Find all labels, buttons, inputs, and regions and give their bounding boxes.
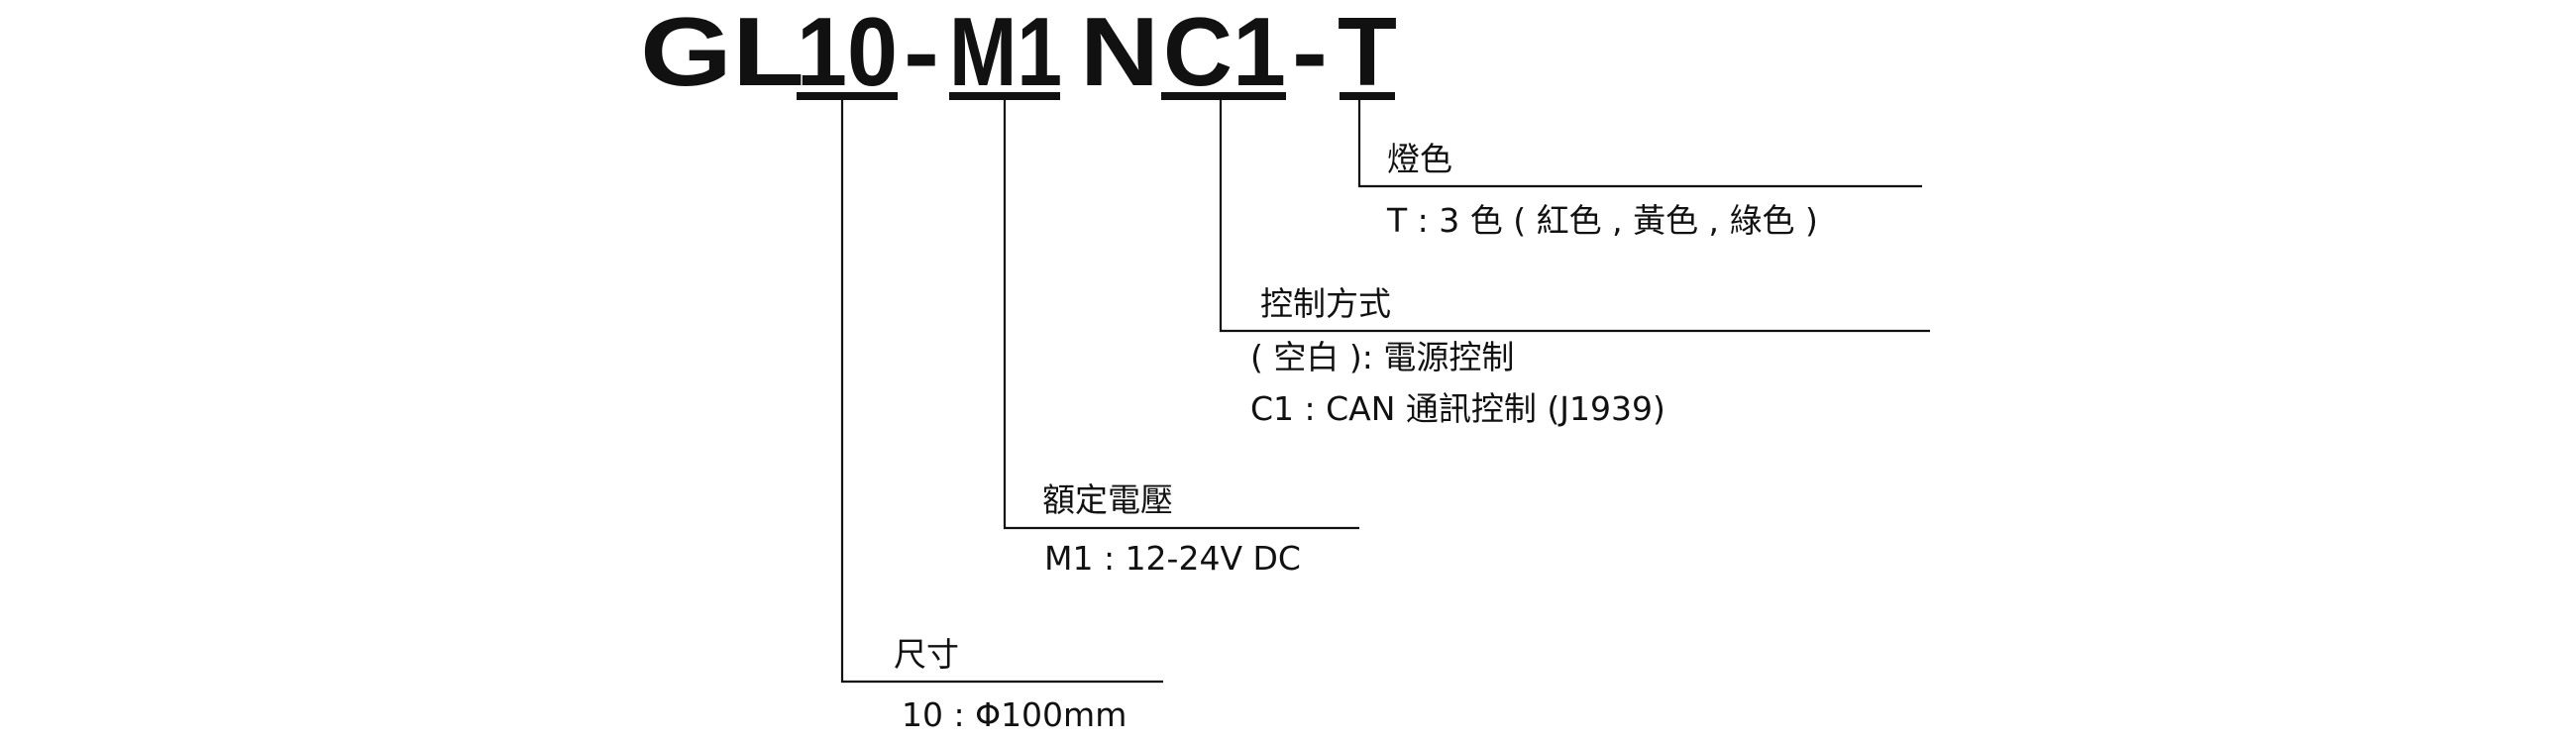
callout-line: ( 空白 ): 電源控制	[1250, 338, 1514, 376]
callout-line: C1 : CAN 通訊控制 (J1939)	[1250, 389, 1665, 428]
underline-voltage	[949, 92, 1060, 100]
leader-lines	[840, 100, 1930, 684]
leader-lamp-color	[1357, 100, 1922, 188]
callout-size: 尺寸 10 : Φ100mm	[894, 635, 1127, 734]
callout-control-mode: 控制方式 ( 空白 ): 電源控制 C1 : CAN 通訊控制 (J1939)	[1250, 284, 1665, 428]
callout-title: 尺寸	[894, 635, 959, 674]
segment-series: GL	[640, 0, 805, 106]
callout-title: 額定電壓	[1042, 480, 1173, 519]
callout-line: T : 3 色 ( 紅色 , 黃色 , 綠色 )	[1386, 201, 1818, 240]
leader-size	[840, 100, 1163, 684]
callout-rated-voltage: 額定電壓 M1 : 12-24V DC	[1042, 480, 1301, 578]
callout-line: 10 : Φ100mm	[902, 695, 1127, 734]
segment-dash-1: -	[904, 0, 939, 106]
leader-rated-voltage	[1003, 100, 1359, 530]
segment-control: C1	[1163, 0, 1286, 106]
segment-voltage: M1	[949, 0, 1062, 106]
callout-line: M1 : 12-24V DC	[1044, 539, 1301, 578]
leader-control-mode	[1219, 100, 1930, 333]
underline-control	[1161, 92, 1286, 100]
underline-color	[1340, 92, 1395, 100]
segment-size: 10	[797, 0, 898, 106]
model-code: GL 10 - M1 N C1 - T	[640, 0, 1397, 106]
underline-size	[797, 92, 898, 100]
segment-dash-2: -	[1292, 0, 1328, 106]
segment-n: N	[1080, 0, 1159, 106]
callout-title: 控制方式	[1260, 284, 1391, 323]
callout-lamp-color: 燈色 T : 3 色 ( 紅色 , 黃色 , 綠色 )	[1386, 140, 1818, 240]
segment-underlines	[797, 92, 1395, 100]
callout-title: 燈色	[1387, 140, 1452, 178]
segment-color: T	[1338, 0, 1397, 106]
